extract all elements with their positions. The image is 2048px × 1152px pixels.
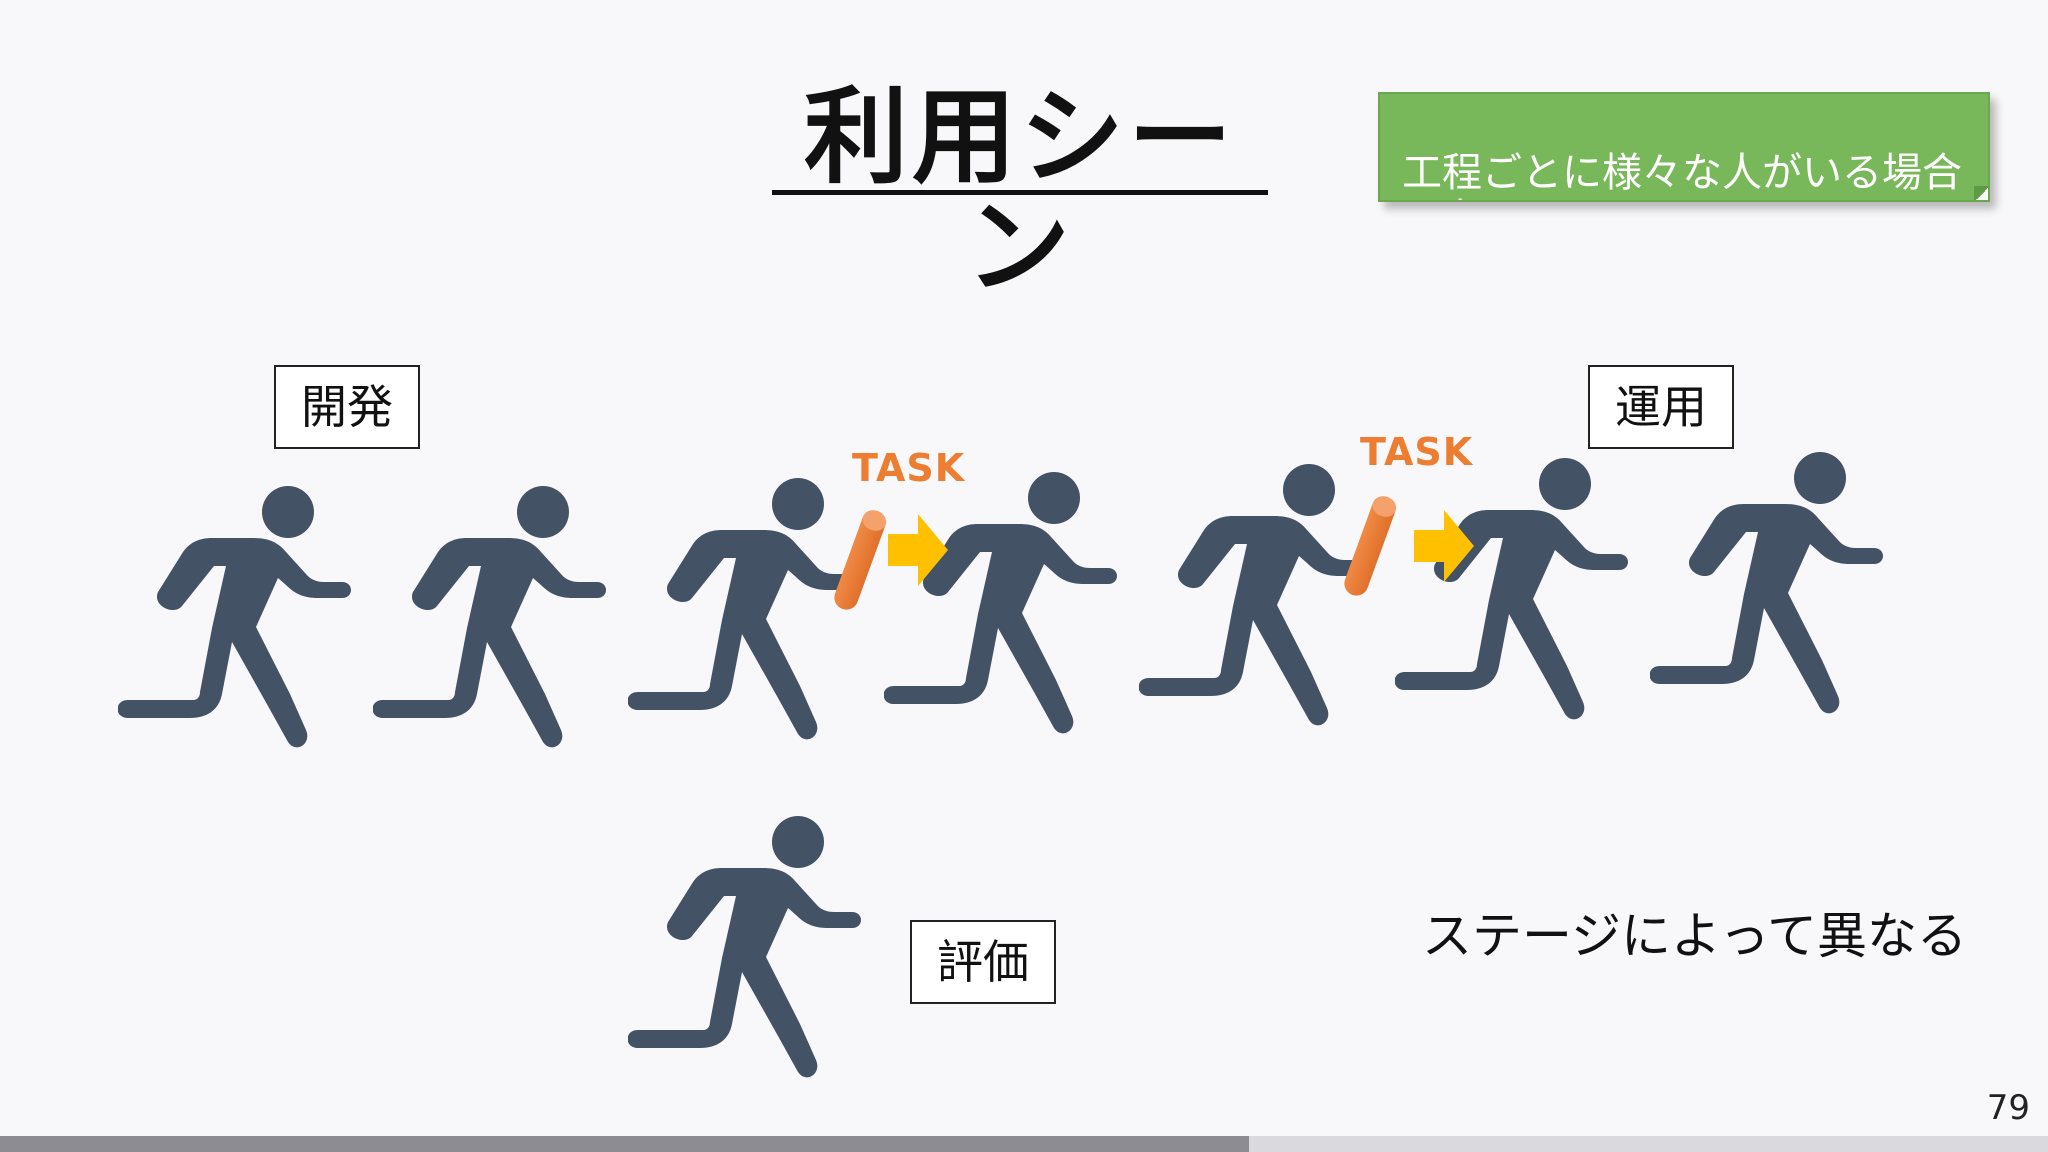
page-number: 79 — [1986, 1088, 2030, 1128]
task-label-1: TASK — [852, 446, 966, 490]
baton-icon — [830, 507, 890, 613]
green-note: 工程ごとに様々な人がいる場合 も考えられます。 — [1378, 92, 1990, 202]
baton-icon — [1340, 493, 1400, 599]
task-label-2: TASK — [1360, 430, 1474, 474]
note-text: 工程ごとに様々な人がいる場合 も考えられます。 — [1402, 150, 1962, 200]
progress-bar — [0, 1136, 2048, 1152]
label-dev: 開発 — [274, 365, 420, 449]
right-arrow-icon — [1414, 510, 1474, 582]
stage-text: ステージによって異なる — [1422, 907, 1967, 965]
progress-fill — [0, 1136, 1250, 1152]
note-fold-corner — [1974, 186, 1988, 200]
label-eval: 評価 — [910, 920, 1056, 1004]
running-person-icon — [1650, 452, 1883, 714]
running-person-icon — [628, 816, 861, 1078]
running-person-icon — [884, 472, 1117, 734]
right-arrow-icon — [888, 514, 948, 586]
slide-title: 利用シーン — [803, 76, 1236, 308]
running-person-icon — [373, 486, 606, 748]
title-underline — [772, 190, 1268, 195]
running-person-icon — [1395, 458, 1628, 720]
label-ops: 運用 — [1588, 365, 1734, 449]
running-person-icon — [118, 486, 351, 748]
